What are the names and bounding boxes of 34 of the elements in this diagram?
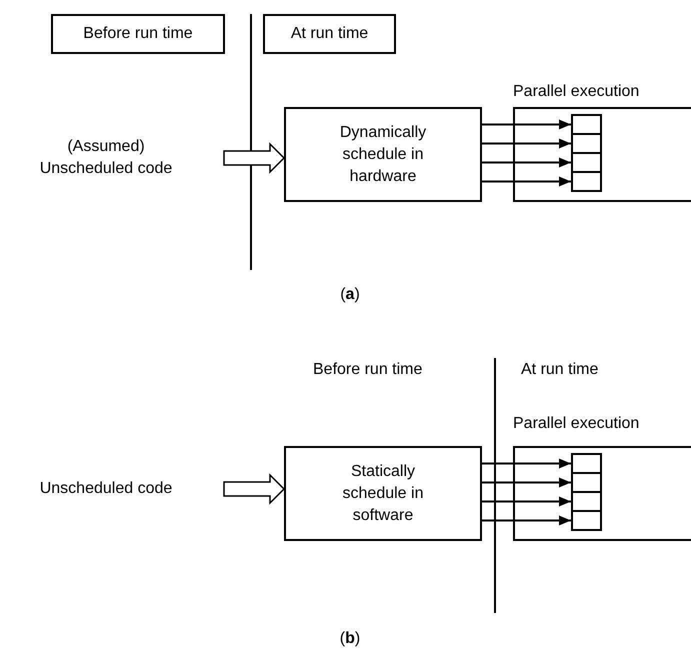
input-text: Unscheduled code bbox=[40, 479, 172, 499]
slot-box bbox=[571, 171, 602, 192]
slot-box bbox=[571, 152, 602, 173]
phase-label: At run time bbox=[521, 360, 598, 380]
block-arrow bbox=[223, 142, 286, 174]
input-text: (Assumed) Unscheduled code bbox=[38, 137, 174, 179]
arrow bbox=[482, 138, 571, 148]
slot-box bbox=[571, 453, 602, 474]
label-box bbox=[263, 14, 396, 54]
node-text: Dynamically schedule in hardware bbox=[340, 124, 426, 184]
node-text: Statically schedule in software bbox=[342, 462, 424, 524]
panel-label: (b) bbox=[338, 629, 362, 649]
panel-label: (a) bbox=[339, 285, 361, 305]
slot-box bbox=[571, 510, 602, 531]
arrow bbox=[482, 120, 571, 130]
block-arrow bbox=[223, 473, 286, 505]
process-box bbox=[284, 107, 482, 202]
arrow bbox=[482, 496, 571, 506]
slot-box bbox=[571, 472, 602, 493]
slot-box bbox=[571, 133, 602, 154]
arrow bbox=[482, 516, 571, 526]
node-text: At run time bbox=[290, 24, 368, 44]
box-heading: Parallel execution bbox=[513, 414, 640, 434]
slot-box bbox=[571, 114, 602, 135]
phase-label: Before run time bbox=[313, 360, 422, 380]
arrow bbox=[482, 176, 571, 186]
arrow bbox=[482, 478, 571, 488]
slot-box bbox=[571, 491, 602, 512]
box-heading: Parallel execution bbox=[513, 82, 640, 102]
arrow bbox=[482, 158, 571, 168]
node-text: Before run time bbox=[83, 24, 193, 44]
label-box bbox=[51, 14, 225, 54]
arrow bbox=[482, 458, 571, 468]
process-box bbox=[284, 446, 482, 541]
